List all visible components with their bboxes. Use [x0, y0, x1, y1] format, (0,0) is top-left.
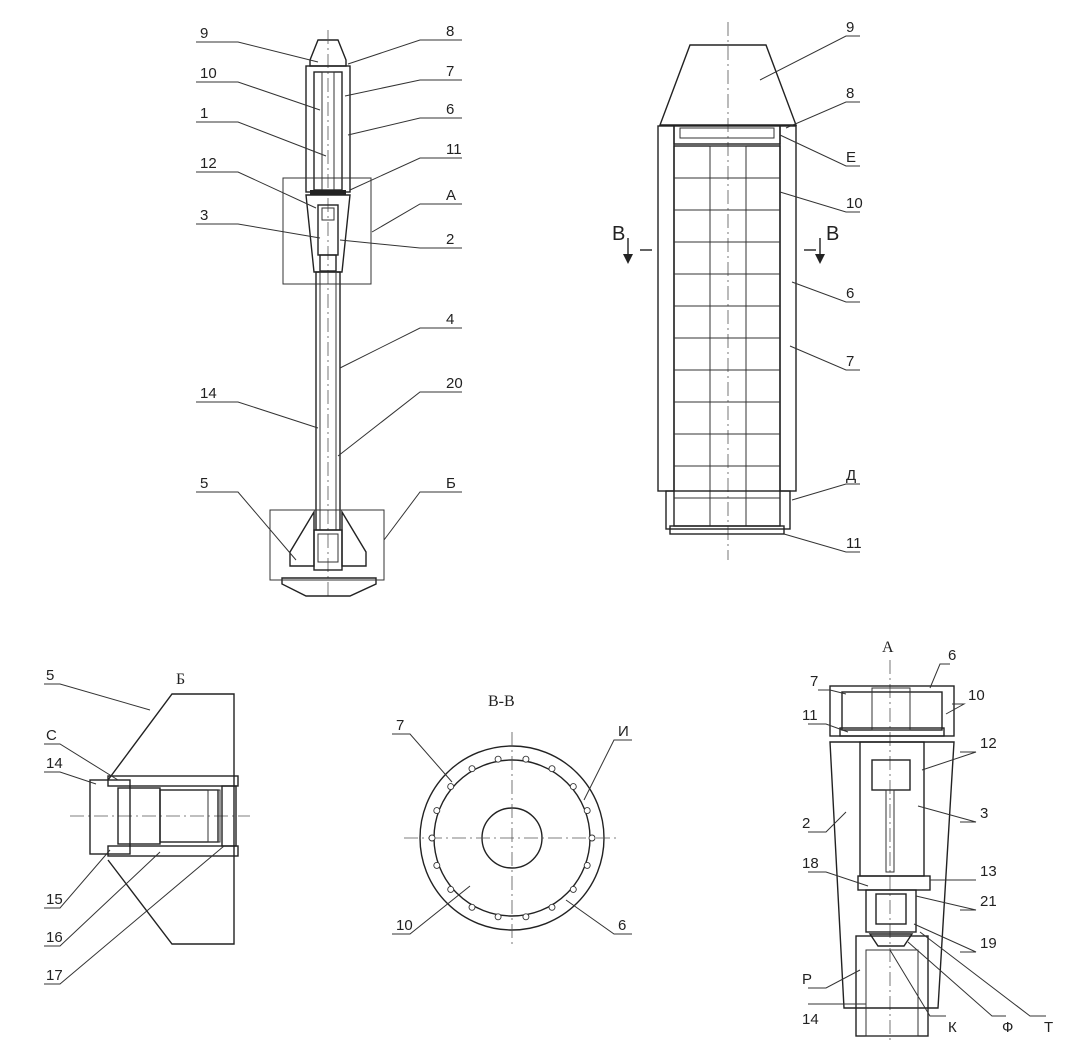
callout-10: 10	[200, 65, 217, 82]
rib-mark	[468, 903, 476, 911]
callout-13: 13	[980, 863, 997, 880]
rib-mark	[433, 807, 441, 815]
callout-21: 21	[980, 893, 997, 910]
rib-mark	[447, 783, 455, 791]
callout-16: 16	[46, 929, 63, 946]
rib-mark	[569, 885, 577, 893]
rib-mark	[468, 765, 476, 773]
callout-I: И	[618, 723, 629, 740]
callout-8: 8	[446, 23, 454, 40]
callout-12: 12	[200, 155, 217, 172]
callout-D: Д	[846, 467, 856, 484]
callout-11: 11	[446, 141, 462, 158]
callout-3: 3	[200, 207, 208, 224]
rib-mark	[522, 913, 530, 921]
callout-6: 6	[618, 917, 626, 934]
callout-14: 14	[46, 755, 63, 772]
rib-mark	[583, 861, 591, 869]
section-vv-leaders	[392, 733, 632, 935]
callout-2: 2	[802, 815, 810, 832]
callout-F: Ф	[1002, 1019, 1013, 1036]
callout-17: 17	[46, 967, 63, 984]
callout-14: 14	[802, 1011, 819, 1028]
callout-11: 11	[802, 707, 818, 724]
callout-C: С	[46, 727, 57, 744]
callout-18: 18	[802, 855, 819, 872]
section-vv-view	[404, 732, 620, 944]
callout-11: 11	[846, 535, 862, 552]
section-vv-labels: В-В 7 И 10 6	[396, 693, 629, 934]
callout-10: 10	[968, 687, 985, 704]
callout-19: 19	[980, 935, 997, 952]
rib-mark	[428, 834, 436, 842]
rib-mark	[548, 765, 556, 773]
callout-B: Б	[446, 475, 456, 492]
detail-a-view	[829, 660, 955, 1040]
general-view-labels: 9 8 10 7 1 6 12 11 3 А 2 4 14 20 5 Б	[200, 23, 463, 492]
rib-mark	[447, 885, 455, 893]
callout-7: 7	[446, 63, 454, 80]
upper-view-leaders	[759, 35, 860, 553]
callout-12: 12	[980, 735, 997, 752]
callout-4: 4	[446, 311, 454, 328]
rib-mark	[433, 861, 441, 869]
callout-6: 6	[446, 101, 454, 118]
rib-mark	[583, 807, 591, 815]
callout-14: 14	[200, 385, 217, 402]
detail-b-view	[70, 693, 250, 945]
callout-7: 7	[810, 673, 818, 690]
callout-E: Е	[846, 149, 856, 166]
callout-9: 9	[846, 19, 854, 36]
callout-6: 6	[846, 285, 854, 302]
rib-mark	[522, 755, 530, 763]
rib-mark	[588, 834, 596, 842]
rib-mark	[494, 913, 502, 921]
section-mark-left: В	[612, 223, 625, 245]
callout-5: 5	[46, 667, 54, 684]
callout-9: 9	[200, 25, 208, 42]
callout-R: Р	[802, 971, 812, 988]
callout-10: 10	[846, 195, 863, 212]
detail-b-leaders	[44, 683, 225, 985]
upper-view-labels: 9 8 Е 10 В В 6 7 Д 11	[612, 19, 863, 552]
section-vv-title: В-В	[488, 693, 515, 710]
upper-section-view	[623, 22, 825, 560]
callout-6: 6	[948, 647, 956, 664]
rib-mark	[548, 903, 556, 911]
callout-1: 1	[200, 105, 208, 122]
callout-7: 7	[396, 717, 404, 734]
detail-a-leaders	[808, 663, 1046, 1017]
detail-a-title: А	[882, 639, 894, 656]
callout-A: А	[446, 187, 456, 204]
callout-2: 2	[446, 231, 454, 248]
callout-20: 20	[446, 375, 463, 392]
section-mark-right: В	[826, 223, 839, 245]
callout-7: 7	[846, 353, 854, 370]
general-view	[269, 30, 385, 600]
callout-10: 10	[396, 917, 413, 934]
rib-mark	[494, 755, 502, 763]
detail-b-title: Б	[176, 671, 185, 688]
callout-15: 15	[46, 891, 63, 908]
callout-5: 5	[200, 475, 208, 492]
detail-a-labels: А 7 6 10 11 12 2 3 13 18 21 19 Р 14 К Ф …	[802, 639, 1053, 1036]
callout-K: К	[948, 1019, 957, 1036]
callout-T: Т	[1044, 1019, 1053, 1036]
rib-mark	[569, 783, 577, 791]
callout-8: 8	[846, 85, 854, 102]
callout-3: 3	[980, 805, 988, 822]
general-view-leaders	[196, 39, 462, 561]
detail-b-labels: Б 5 С 14 15 16 17	[46, 667, 185, 984]
